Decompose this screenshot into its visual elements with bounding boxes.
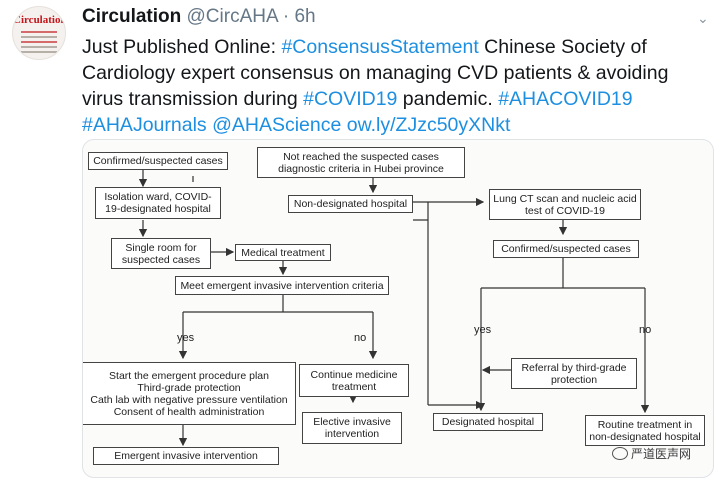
box-referral-third-grade: Referral by third-grade protection	[511, 358, 637, 389]
box-non-designated-hospital: Non-designated hospital	[288, 195, 413, 213]
hashtag-link[interactable]: #COVID19	[303, 88, 398, 110]
timestamp[interactable]: 6h	[294, 6, 316, 27]
box-emergent-procedure-plan: Start the emergent procedure plan Third-…	[83, 362, 296, 425]
label-no-right: no	[639, 324, 652, 336]
tweet-text: Just Published Online: #ConsensusStateme…	[82, 34, 712, 138]
box-elective-intervention: Elective invasive intervention	[302, 412, 402, 444]
hashtag-link[interactable]: #ConsensusStatement	[281, 36, 479, 58]
box-confirmed-suspected-right: Confirmed/suspected cases	[493, 240, 639, 258]
tweet-header: Circulation @CircAHA · 6h	[82, 6, 316, 28]
avatar[interactable]: Circulation	[12, 6, 66, 60]
tweet-text-segment: Just Published Online:	[82, 36, 282, 58]
avatar-thumbnail-lines	[21, 31, 57, 56]
tweet-text-segment: Chinese Society of Cardiology expert con…	[82, 36, 669, 110]
box-emergent-intervention: Emergent invasive intervention	[93, 447, 279, 465]
chevron-down-icon[interactable]: ⌄	[697, 10, 709, 26]
box-meet-criteria: Meet emergent invasive intervention crit…	[175, 276, 389, 295]
watermark-text: 严道医声网	[631, 447, 692, 461]
box-designated-hospital: Designated hospital	[433, 413, 543, 431]
box-confirmed-suspected-left: Confirmed/suspected cases	[88, 152, 228, 170]
box-isolation-ward: Isolation ward, COVID-19-designated hosp…	[95, 187, 221, 219]
flowchart-connectors	[138, 170, 650, 447]
box-single-room: Single room for suspected cases	[111, 238, 211, 269]
label-no-left: no	[354, 332, 367, 344]
header-separator: ·	[282, 6, 290, 27]
box-lung-ct-nucleic-acid: Lung CT scan and nucleic acid test of CO…	[489, 189, 641, 220]
media-card-flowchart[interactable]: Confirmed/suspected cases Not reached th…	[82, 139, 714, 478]
box-routine-treatment: Routine treatment in non-designated hosp…	[585, 415, 705, 446]
user-handle[interactable]: @CircAHA	[186, 6, 278, 27]
label-yes-right: yes	[474, 324, 492, 336]
watermark: 严道医声网	[612, 445, 691, 462]
url-link[interactable]: ow.ly/ZJzc50yXNkt	[346, 114, 511, 136]
avatar-logo-text: Circulation	[13, 14, 66, 26]
box-continue-medicine: Continue medicine treatment	[299, 364, 409, 397]
mention-link[interactable]: @AHAScience	[212, 114, 342, 136]
hashtag-link[interactable]: #AHACOVID19	[498, 88, 633, 110]
wechat-icon	[612, 447, 628, 460]
tweet-text-segment: pandemic.	[397, 88, 499, 110]
display-name[interactable]: Circulation	[82, 6, 182, 27]
hashtag-link[interactable]: #AHAJournals	[82, 114, 207, 136]
box-not-reached-criteria: Not reached the suspected cases diagnost…	[257, 147, 465, 178]
label-yes-left: yes	[177, 332, 195, 344]
box-medical-treatment: Medical treatment	[235, 244, 331, 261]
